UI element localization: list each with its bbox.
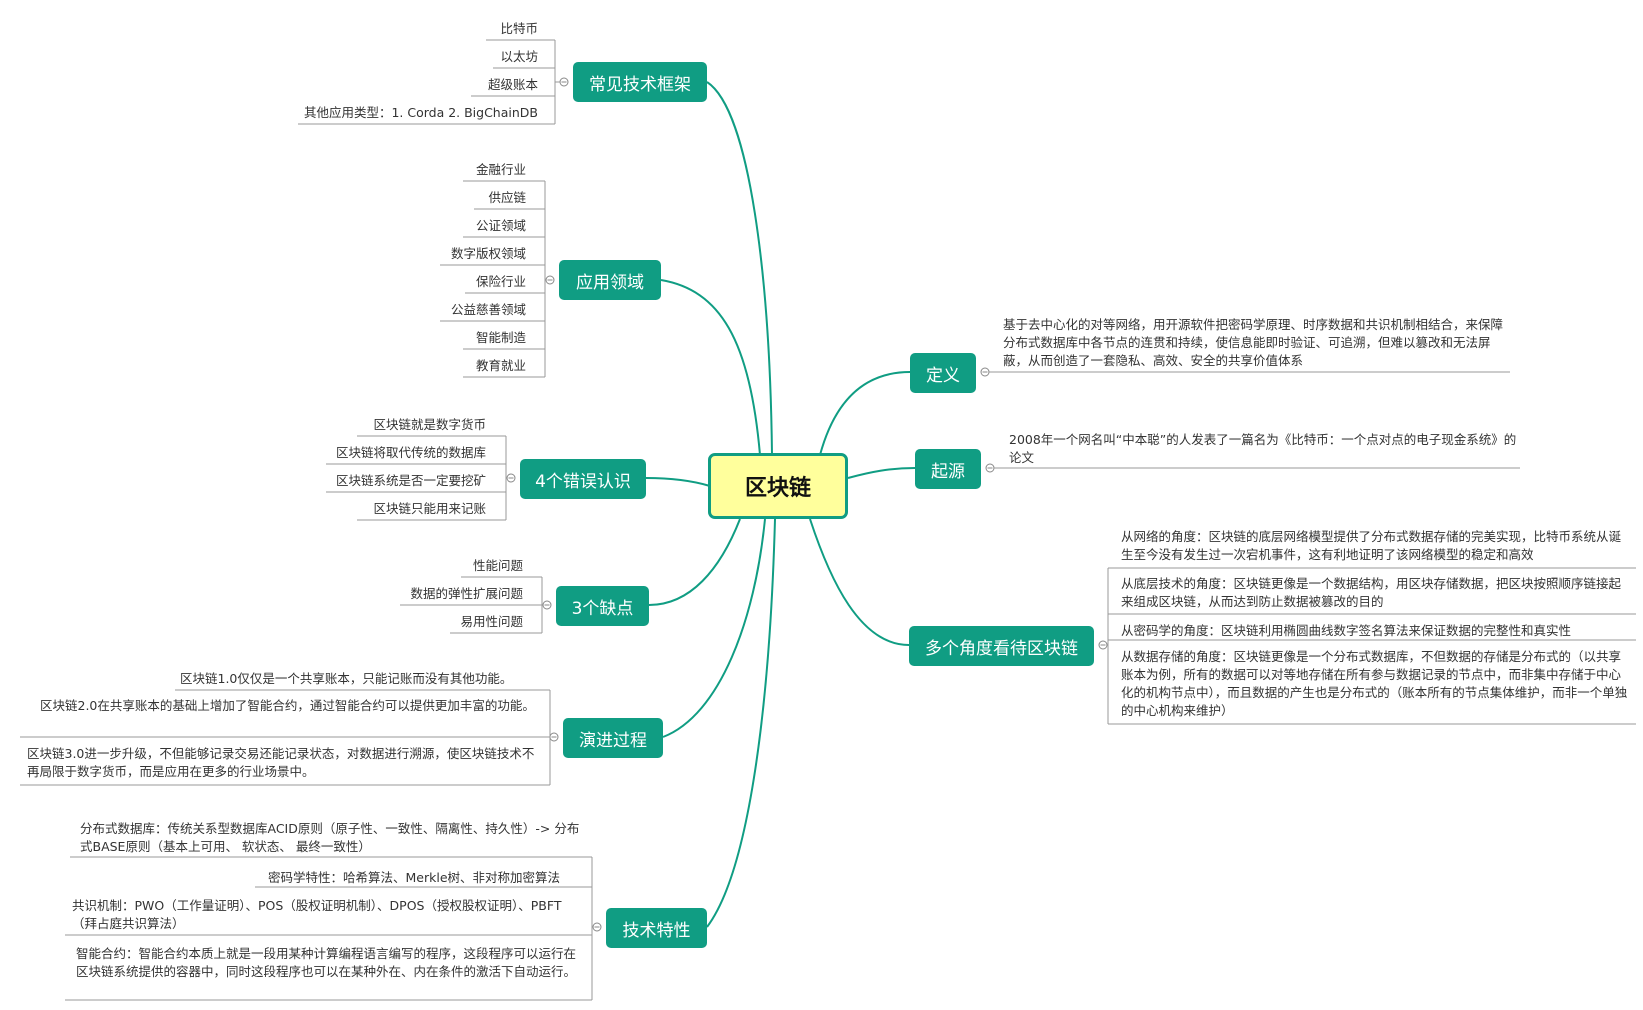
leaf-evolution-2[interactable]: 区块链2.0在共享账本的基础上增加了智能合约，通过智能合约可以提供更加丰富的功能… — [40, 698, 535, 713]
branch-frameworks — [706, 81, 773, 456]
branch-features — [706, 518, 776, 928]
leaf-framework-2[interactable]: 以太坊 — [500, 49, 538, 64]
branch-perspectives — [809, 518, 910, 646]
topic-origin[interactable]: 起源 — [915, 449, 981, 489]
leaf-application-8[interactable]: 教育就业 — [475, 358, 526, 373]
leaf-framework-3[interactable]: 超级账本 — [487, 77, 538, 92]
leaf-feature-4[interactable]: 智能合约：智能合约本质上就是一段用某种计算编程语言编写的程序，这段程序可以运行在… — [76, 946, 577, 979]
branch-applications — [660, 279, 761, 456]
leaf-perspective-4[interactable]: 从数据存储的角度：区块链更像是一个分布式数据库，不但数据的存储是分布式的（以共享… — [1121, 649, 1628, 718]
leaf-misconception-3[interactable]: 区块链系统是否一定要挖矿 — [335, 473, 486, 488]
leaf-application-1[interactable]: 金融行业 — [475, 162, 526, 177]
leaf-application-7[interactable]: 智能制造 — [475, 330, 526, 345]
leaf-feature-3[interactable]: 共识机制：PWO（工作量证明）、POS（股权证明机制）、DPOS（授权股权证明）… — [72, 898, 562, 931]
leaf-evolution-1[interactable]: 区块链1.0仅仅是一个共享账本，只能记账而没有其他功能。 — [180, 671, 513, 686]
central-topic[interactable]: 区块链 — [708, 453, 848, 519]
leaf-origin[interactable]: 2008年一个网名叫“中本聪”的人发表了一篇名为《比特币：一个点对点的电子现金系… — [1009, 432, 1517, 465]
leaf-framework-1[interactable]: 比特币 — [500, 21, 538, 36]
topic-perspectives[interactable]: 多个角度看待区块链 — [909, 626, 1094, 666]
leaf-feature-1[interactable]: 分布式数据库：传统关系型数据库ACID原则（原子性、一致性、隔离性、持久性）->… — [80, 821, 580, 854]
leaf-drawback-2[interactable]: 数据的弹性扩展问题 — [410, 586, 523, 601]
leaf-perspective-2[interactable]: 从底层技术的角度：区块链更像是一个数据结构，用区块存储数据，把区块按照顺序链接起… — [1121, 576, 1622, 609]
leaf-feature-2[interactable]: 密码学特性：哈希算法、Merkle树、非对称加密算法 — [268, 870, 561, 885]
branch-definition — [819, 371, 911, 456]
leaf-misconception-4[interactable]: 区块链只能用来记账 — [373, 501, 486, 516]
leaf-application-2[interactable]: 供应链 — [488, 190, 526, 205]
leaf-application-6[interactable]: 公益慈善领域 — [450, 302, 526, 317]
leaf-definition[interactable]: 基于去中心化的对等网络，用开源软件把密码学原理、时序数据和共识机制相结合，来保障… — [1003, 317, 1504, 368]
leaf-application-4[interactable]: 数字版权领域 — [450, 246, 526, 261]
topic-applications[interactable]: 应用领域 — [559, 260, 661, 300]
branch-drawbacks — [648, 518, 741, 606]
topic-drawbacks[interactable]: 3个缺点 — [556, 586, 649, 626]
leaf-perspective-3[interactable]: 从密码学的角度：区块链利用椭圆曲线数字签名算法来保证数据的完整性和真实性 — [1121, 623, 1572, 638]
leaf-application-5[interactable]: 保险行业 — [475, 274, 526, 289]
leaf-misconception-2[interactable]: 区块链将取代传统的数据库 — [335, 445, 486, 460]
topic-misconceptions[interactable]: 4个错误认识 — [520, 459, 646, 499]
leaf-evolution-3[interactable]: 区块链3.0进一步升级，不但能够记录交易还能记录状态，对数据进行溯源，使区块链技… — [27, 746, 535, 779]
leaf-misconception-1[interactable]: 区块链就是数字货币 — [373, 417, 486, 432]
topic-definition[interactable]: 定义 — [910, 353, 976, 393]
branch-origin — [847, 467, 916, 479]
leaf-perspective-1[interactable]: 从网络的角度：区块链的底层网络模型提供了分布式数据存储的完美实现，比特币系统从诞… — [1121, 529, 1622, 562]
branch-misconceptions — [645, 477, 711, 487]
branch-evolution — [662, 518, 766, 738]
leaf-drawback-3[interactable]: 易用性问题 — [460, 614, 523, 629]
topic-features[interactable]: 技术特性 — [606, 908, 707, 948]
topic-frameworks[interactable]: 常见技术框架 — [573, 62, 707, 102]
leaf-framework-4[interactable]: 其他应用类型：1. Corda 2. BigChainDB — [303, 105, 538, 120]
leaf-application-3[interactable]: 公证领域 — [475, 218, 526, 233]
topic-evolution[interactable]: 演进过程 — [563, 718, 663, 758]
leaf-drawback-1[interactable]: 性能问题 — [472, 558, 523, 573]
